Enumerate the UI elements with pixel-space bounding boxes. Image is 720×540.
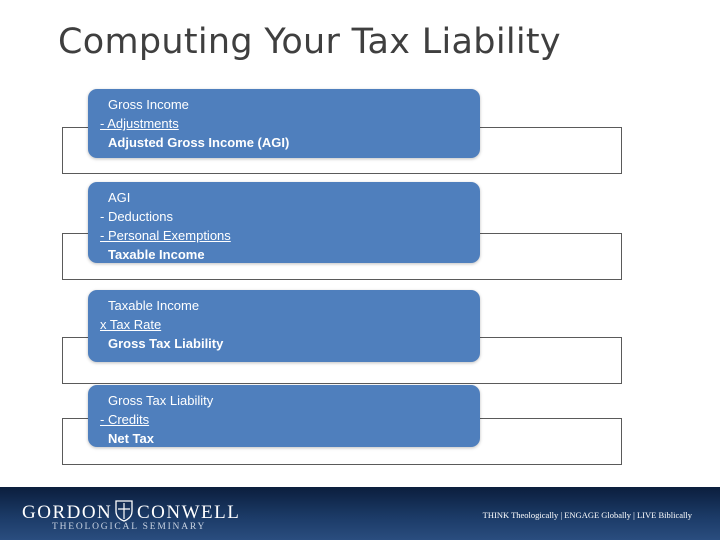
step-4-line-3: Net Tax	[108, 431, 154, 446]
slide-title: Computing Your Tax Liability	[58, 22, 561, 62]
step-1-card: Gross Income - Adjustments Adjusted Gros…	[88, 89, 480, 158]
shield-crest-icon	[115, 500, 133, 522]
step-1-line-2: - Adjustments	[100, 116, 179, 131]
step-1-line-1: Gross Income	[108, 97, 189, 112]
logo-subtitle: THEOLOGICAL SEMINARY	[52, 522, 207, 532]
logo-conwell: CONWELL	[137, 502, 241, 523]
step-2-line-3: - Personal Exemptions	[100, 228, 231, 243]
step-2-line-1: AGI	[108, 190, 131, 205]
step-3-line-3: Gross Tax Liability	[108, 336, 224, 351]
step-4-card: Gross Tax Liability - Credits Net Tax	[88, 385, 480, 447]
step-2-line-2: - Deductions	[100, 209, 173, 224]
step-4-line-1: Gross Tax Liability	[108, 393, 214, 408]
step-3-line-1: Taxable Income	[108, 298, 200, 313]
footer-banner: GORDON CONWELL THEOLOGICAL SEMINARY THIN…	[0, 487, 720, 540]
step-2-line-4: Taxable Income	[108, 247, 205, 262]
step-1-line-3: Adjusted Gross Income (AGI)	[108, 135, 290, 150]
footer-tagline: THINK Theologically | ENGAGE Globally | …	[482, 510, 692, 520]
step-3-line-2: x Tax Rate	[100, 317, 162, 332]
step-3-card: Taxable Income x Tax Rate Gross Tax Liab…	[88, 290, 480, 362]
step-4-line-2: - Credits	[100, 412, 150, 427]
logo-gordon: GORDON	[22, 502, 113, 523]
step-2-card: AGI - Deductions - Personal Exemptions T…	[88, 182, 480, 263]
